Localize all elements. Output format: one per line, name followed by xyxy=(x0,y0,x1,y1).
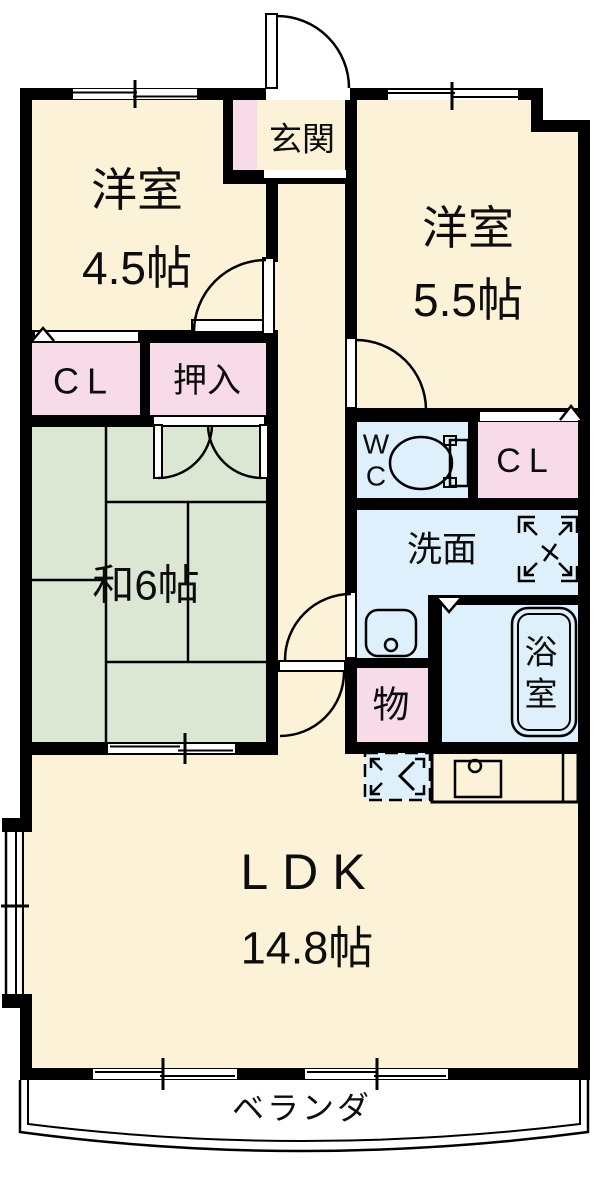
window-bottom-left xyxy=(93,1069,237,1079)
tatami-lines xyxy=(32,427,266,742)
storage-floor xyxy=(357,668,428,742)
kitchen-faucet-icon xyxy=(467,758,483,774)
washroom-floor xyxy=(357,510,578,595)
japanese-room-sliding-door xyxy=(108,744,235,753)
closet-left-fold-marker xyxy=(31,326,55,342)
top-right-notch xyxy=(543,88,590,120)
entrance-opening xyxy=(266,88,350,100)
washer-space-icon xyxy=(517,515,579,583)
room1-size: 4.5帖 xyxy=(82,242,192,294)
wc-label-c: C xyxy=(366,461,386,492)
bay-window xyxy=(4,824,24,1002)
bathroom-floor xyxy=(442,605,578,742)
hall-door-arc xyxy=(279,671,346,738)
room1-door-open-slot xyxy=(191,319,269,333)
oshiire-left-leaf xyxy=(153,424,163,479)
ldk-label: LDK xyxy=(240,844,379,900)
entrance-door-arc xyxy=(276,14,351,89)
washroom-door-leaf xyxy=(345,591,357,659)
closet-right-floor xyxy=(478,422,578,498)
room1-door-leaf xyxy=(262,257,275,335)
japanese-room-floor xyxy=(32,427,266,742)
bathtub-icon xyxy=(510,606,578,738)
oshiire-right-arc xyxy=(206,425,263,480)
japanese-room-label: 和6帖 xyxy=(92,562,199,609)
room-labels: 洋室 4.5帖 玄関 洋室 5.5帖 CL 押入 和6帖 W C CL 洗面 浴… xyxy=(53,121,558,1127)
closet-left-floor xyxy=(32,343,140,415)
storage-label: 物 xyxy=(373,685,410,726)
entrance-step xyxy=(264,170,346,178)
entrance-door-leaf xyxy=(265,13,278,89)
oshiire-opening xyxy=(154,417,264,425)
oshiire-right-leaf xyxy=(259,424,269,479)
room2-size: 5.5帖 xyxy=(413,274,523,326)
room1-label: 洋室 xyxy=(91,164,183,216)
entrance-label: 玄関 xyxy=(269,121,335,158)
room1-door-arc xyxy=(192,258,267,333)
oshiire-floor xyxy=(150,343,266,415)
bathroom-label-2: 室 xyxy=(525,676,558,713)
entrance-shoe-area xyxy=(233,100,257,170)
veranda-outline xyxy=(18,1080,590,1153)
closet-right-door-slot xyxy=(480,412,578,421)
sink-icon xyxy=(364,608,418,658)
wc-label-w: W xyxy=(363,429,390,460)
washroom-label: 洗面 xyxy=(407,531,477,570)
kitchen-counter xyxy=(430,750,580,804)
doors xyxy=(153,13,428,738)
window-ticks xyxy=(1,80,454,1090)
hall-door-slot xyxy=(280,662,344,670)
room2-door-arc xyxy=(355,338,428,411)
closet-left-door-slot xyxy=(35,332,138,341)
room2-label: 洋室 xyxy=(422,202,514,254)
washroom-door-arc xyxy=(283,592,352,661)
ldk-size: 14.8帖 xyxy=(241,923,374,974)
bathroom-label-1: 浴 xyxy=(525,634,558,671)
veranda-label: ベランダ xyxy=(232,1090,372,1126)
closet-left-label: CL xyxy=(53,361,115,402)
closet-right-fold-marker xyxy=(559,403,583,421)
toilet-icon xyxy=(388,435,470,491)
room2-door-leaf xyxy=(345,337,357,409)
bathroom-fold-door-marker xyxy=(436,597,462,614)
oshiire-label: 押入 xyxy=(173,362,241,400)
oshiire-left-arc xyxy=(157,425,214,480)
closet-right-label: CL xyxy=(496,442,555,480)
refrigerator-space-icon xyxy=(363,751,432,802)
